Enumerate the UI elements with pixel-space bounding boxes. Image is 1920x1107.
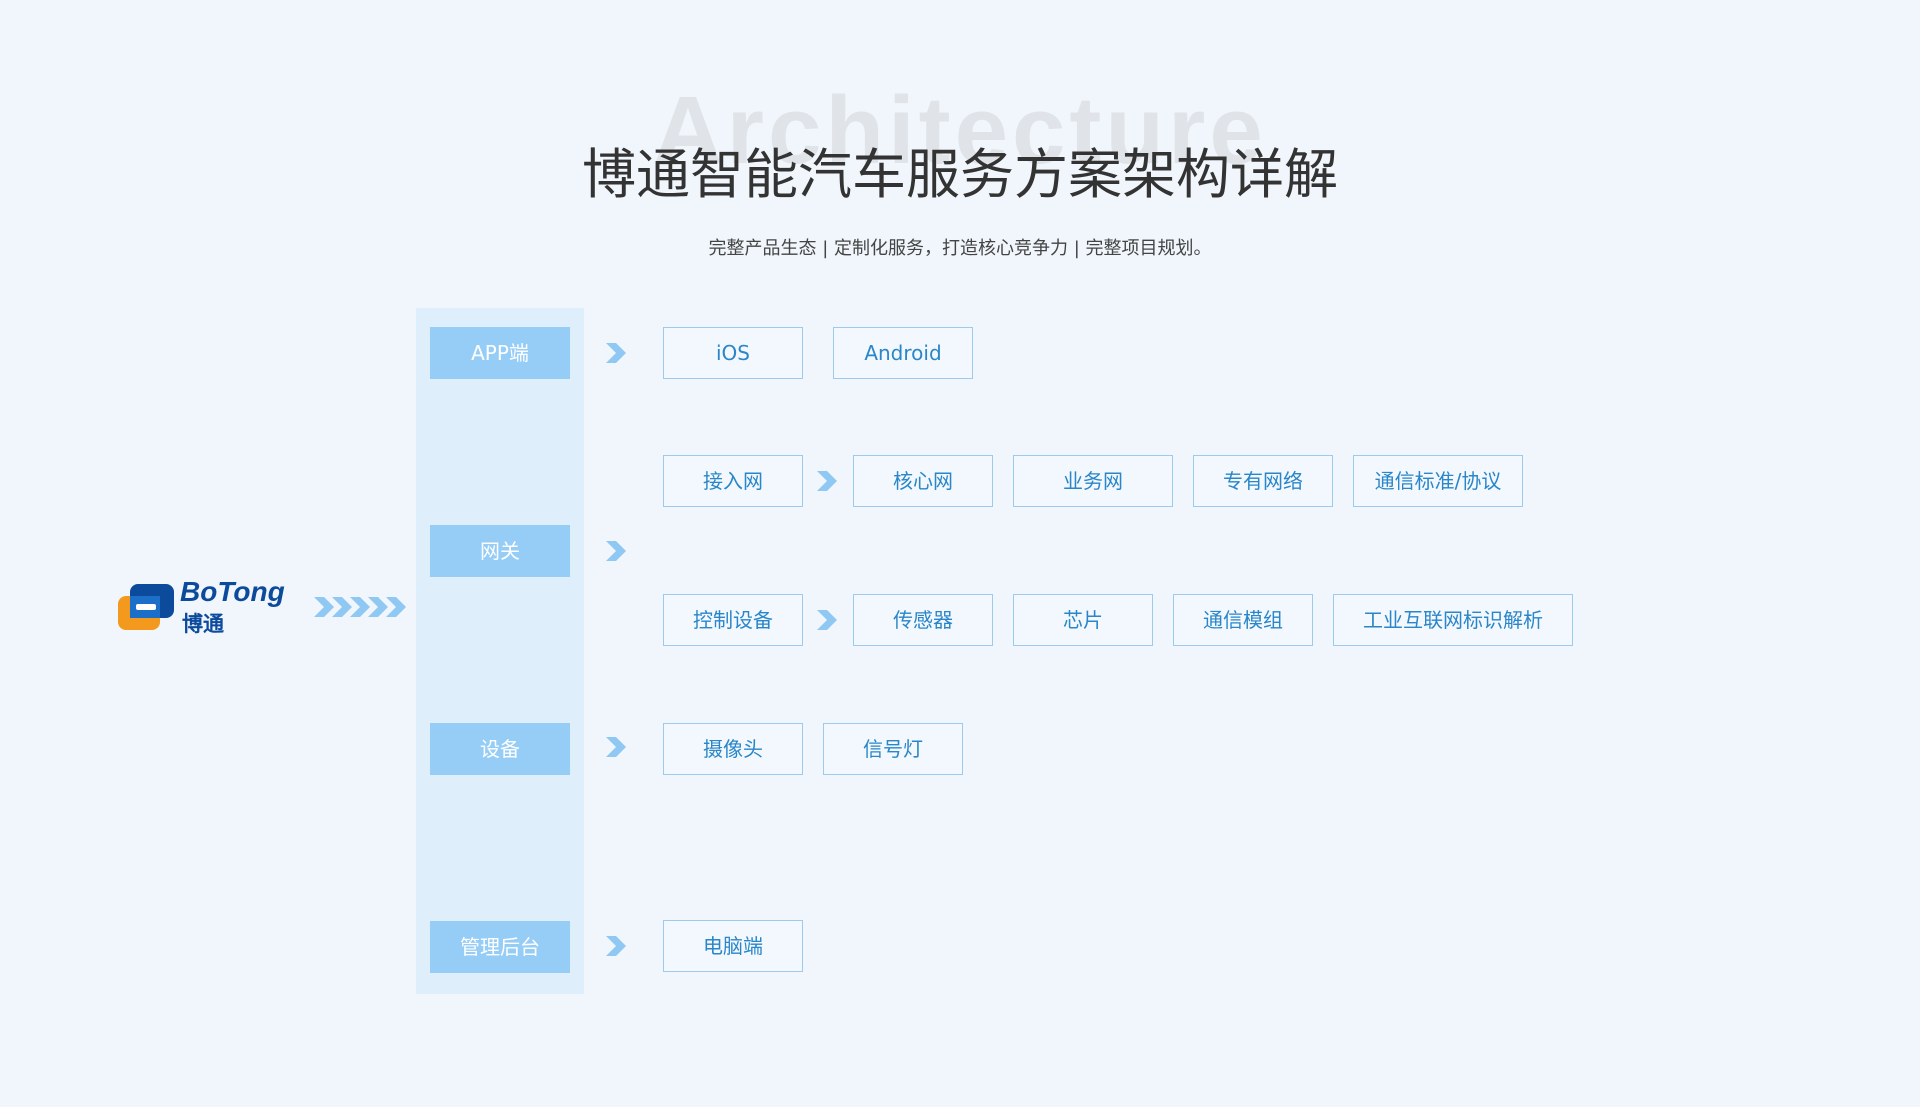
chevron-right-icon xyxy=(606,737,626,757)
item-private-network: 专有网络 xyxy=(1193,455,1333,507)
page-subtitle: 完整产品生态 | 定制化服务，打造核心竞争力 | 完整项目规划。 xyxy=(708,238,1212,259)
category-app: APP端 xyxy=(430,327,570,379)
logo-text-cn: 博通 xyxy=(182,612,224,636)
category-column xyxy=(416,308,584,994)
item-comm-module: 通信模组 xyxy=(1173,594,1313,646)
item-control-device: 控制设备 xyxy=(663,594,803,646)
item-android: Android xyxy=(833,327,973,379)
category-device: 设备 xyxy=(430,723,570,775)
botong-logo-mark-icon xyxy=(118,584,174,630)
item-business-network: 业务网 xyxy=(1013,455,1173,507)
item-camera: 摄像头 xyxy=(663,723,803,775)
item-sensor: 传感器 xyxy=(853,594,993,646)
chevron-right-icon xyxy=(606,936,626,956)
item-access-network: 接入网 xyxy=(663,455,803,507)
category-admin: 管理后台 xyxy=(430,921,570,973)
chevron-right-icon xyxy=(817,610,837,630)
page-title: 博通智能汽车服务方案架构详解 xyxy=(582,143,1338,206)
chevron-right-icon xyxy=(817,471,837,491)
chevron-right-icon xyxy=(606,343,626,363)
item-iiot-id-resolution: 工业互联网标识解析 xyxy=(1333,594,1573,646)
logo-text-en: BoTong xyxy=(180,576,285,607)
item-comm-standard: 通信标准/协议 xyxy=(1353,455,1523,507)
item-pc-client: 电脑端 xyxy=(663,920,803,972)
flow-arrows-icon xyxy=(314,597,406,617)
category-gateway: 网关 xyxy=(430,525,570,577)
item-chip: 芯片 xyxy=(1013,594,1153,646)
item-core-network: 核心网 xyxy=(853,455,993,507)
background-word: Architecture xyxy=(653,77,1267,184)
botong-logo: BoTong 博通 xyxy=(116,576,286,636)
item-ios: iOS xyxy=(663,327,803,379)
chevron-right-icon xyxy=(606,541,626,561)
item-signal-light: 信号灯 xyxy=(823,723,963,775)
